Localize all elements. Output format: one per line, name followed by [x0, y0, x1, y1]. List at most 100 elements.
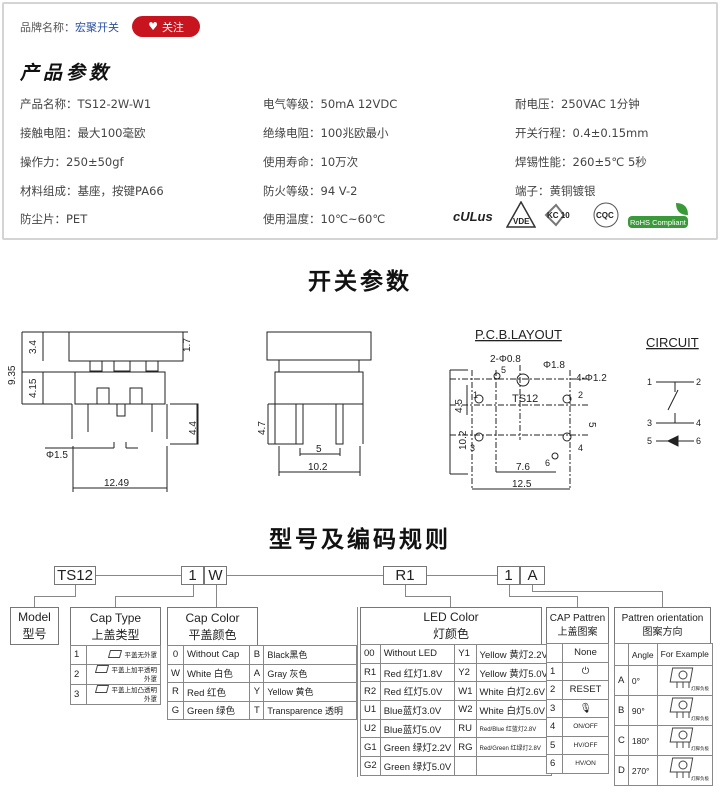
cap-shape-icon — [94, 664, 109, 673]
heart-icon: ♥ — [148, 20, 158, 33]
spec-item: 使用温度：10℃~60℃ — [263, 212, 386, 226]
dim-12-5: 12.5 — [512, 479, 532, 490]
svg-text:2: 2 — [578, 390, 583, 400]
dim-3-4: 3.4 — [28, 340, 39, 354]
dim-5: 5 — [316, 444, 322, 455]
rohs-cert-icon: RoHS Compliant — [628, 203, 688, 228]
spec-item: 防尘片：PET — [20, 212, 88, 226]
brand-link[interactable]: 宏聚开关 — [75, 21, 119, 34]
kc-cert-icon: KC 10 — [544, 203, 570, 227]
switch-params-title: 开关参数 — [308, 269, 412, 295]
cert-logos: cULus VDE KC 10 CQC RoHS Compliant — [452, 201, 690, 229]
cqc-cert-label: CQC — [596, 211, 614, 220]
spec-item: 产品名称：TS12-2W-W1 — [20, 97, 152, 111]
dim-1-7: 1.7 — [182, 338, 193, 352]
dim-12-49: 12.49 — [104, 478, 129, 489]
kc-cert-label: KC 10 — [547, 211, 570, 220]
pcb-ts12-label: TS12 — [512, 393, 538, 405]
orientation-example-icon: 灯脚负极 — [669, 697, 709, 722]
code-cap-pattern: 1 — [497, 566, 520, 585]
dim-10-2: 10.2 — [308, 462, 328, 473]
code-led-color: R1 — [383, 566, 427, 585]
orientation-example-icon: 灯脚负极 — [669, 727, 709, 752]
orientation-example-icon: 灯脚负极 — [669, 667, 709, 692]
svg-text:灯脚负极: 灯脚负极 — [691, 775, 709, 782]
spec-item: 开关行程：0.4±0.15mm — [515, 126, 649, 140]
ul-cert-label: cULus — [453, 209, 493, 224]
spec-item: 材料组成：基座，按键PA66 — [20, 184, 164, 198]
pcb-title: P.C.B.LAYOUT — [475, 327, 562, 342]
svg-text:4: 4 — [578, 443, 583, 453]
svg-text:6: 6 — [696, 436, 701, 446]
dim-4-7: 4.7 — [257, 421, 268, 435]
svg-text:1: 1 — [473, 390, 478, 400]
dim-phi-1-5: Φ1.5 — [46, 450, 68, 461]
dim-4-phi-1-2: 4-Φ1.2 — [576, 373, 607, 384]
svg-text:3: 3 — [647, 418, 652, 428]
svg-text:灯脚负极: 灯脚负极 — [691, 685, 709, 692]
follow-label: 关注 — [161, 20, 184, 34]
dim-4-4: 4.4 — [188, 421, 199, 435]
svg-text:5: 5 — [501, 365, 506, 375]
spec-item: 操作力：250±50gf — [20, 155, 124, 169]
svg-text:3: 3 — [470, 443, 475, 453]
cap-shape-icon — [94, 684, 109, 693]
brand: 品牌名称：宏聚开关 — [20, 19, 119, 35]
svg-text:灯脚负极: 灯脚负极 — [691, 715, 709, 722]
code-orientation: A — [520, 566, 545, 585]
code-cap-color: W — [204, 566, 227, 585]
spec-item: 焊锡性能：260±5℃ 5秒 — [515, 155, 647, 169]
front-view-drawing: 4.7 5 10.2 — [257, 331, 372, 476]
spec-item: 耐电压：250VAC 1分钟 — [515, 97, 640, 111]
product-info-card — [2, 2, 718, 240]
orientation-example-icon: 灯脚负极 — [669, 757, 709, 782]
svg-text:2: 2 — [696, 377, 701, 387]
dim-5-pcb: 5 — [586, 422, 597, 428]
svg-text:4: 4 — [696, 418, 701, 428]
vde-cert-icon: VDE — [506, 201, 536, 228]
dim-4-15: 4.15 — [28, 378, 39, 398]
cqc-cert-icon: CQC — [593, 202, 619, 228]
svg-text:1: 1 — [647, 377, 652, 387]
cap-pattern-row: 3🎙 — [546, 698, 609, 718]
follow-button[interactable]: ♥关注 — [132, 16, 200, 37]
dim-7-6: 7.6 — [516, 462, 530, 473]
pcb-layout-drawing: P.C.B.LAYOUT 10.2 4.5 2-Φ0.8 Φ1.8 4-Φ1.2… — [449, 327, 607, 490]
rohs-cert-label: RoHS Compliant — [630, 218, 687, 227]
spec-item: 防火等级：94 V-2 — [263, 184, 358, 198]
spec-item: 接触电阻：最大100毫欧 — [20, 126, 146, 140]
dim-4-5: 4.5 — [454, 399, 465, 413]
code-model: TS12 — [54, 566, 96, 585]
svg-text:6: 6 — [545, 458, 550, 468]
dim-10-2-pcb: 10.2 — [458, 430, 469, 450]
svg-text:灯脚负极: 灯脚负极 — [691, 745, 709, 752]
